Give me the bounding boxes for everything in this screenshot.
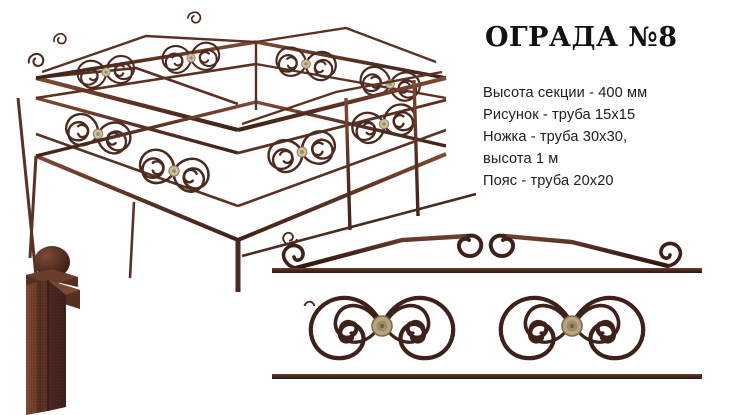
panel-ornament-right [501, 298, 643, 358]
fence-legs [28, 155, 136, 279]
fence-rear-left-wall [35, 31, 257, 158]
fence-right-wall [237, 70, 448, 248]
spec-line-height: Высота секции - 400 мм [483, 85, 648, 101]
spec-line-leg-height: высота 1 м [483, 151, 559, 167]
product-text-column: ОГРАДА №8 Высота секции - 400 мм Рисунок… [483, 24, 733, 192]
page-title: ОГРАДА №8 [485, 22, 678, 53]
spec-line-leg: Ножка - труба 30х30, [483, 129, 628, 145]
spec-line-pattern: Рисунок - труба 15х15 [483, 107, 636, 123]
panel-belt-rail [272, 268, 702, 273]
panel-ornament-left [311, 298, 453, 358]
spec-list: Высота секции - 400 мм Рисунок - труба 1… [483, 82, 733, 192]
panel-top-peak [281, 233, 683, 271]
fence-perspective-image [6, 6, 476, 306]
spec-line-belt: Пояс - труба 20х20 [483, 173, 614, 189]
post-closeup-image [8, 235, 113, 415]
fence-front-bottom-rail [241, 192, 476, 306]
section-detail-image [272, 228, 702, 388]
panel-bottom-rail [272, 374, 702, 379]
